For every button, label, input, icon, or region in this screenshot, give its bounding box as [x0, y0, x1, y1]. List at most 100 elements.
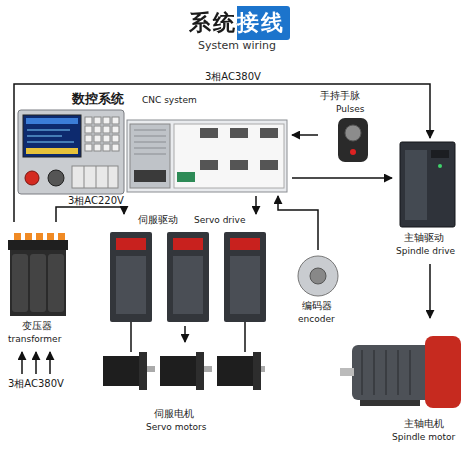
free-label: System wiring — [0, 40, 474, 53]
servo-display — [116, 238, 146, 250]
title-block: 系统接线 — [0, 6, 474, 40]
node-subtitle: encoder — [298, 314, 335, 324]
wire-label: 3相AC220V — [68, 195, 124, 207]
terminal — [14, 233, 21, 240]
motor-flange — [253, 352, 261, 390]
free-label: 3相AC380V — [8, 378, 64, 390]
component-node: 编码器 encoder — [288, 250, 352, 330]
coil — [48, 254, 64, 312]
wire-connector — [292, 134, 318, 136]
main-board — [174, 124, 284, 188]
node-title: 编码器 — [302, 300, 332, 312]
db-connector — [260, 160, 278, 170]
cooling-fin — [385, 350, 387, 395]
spindle-shaft — [340, 368, 354, 376]
key-divider — [108, 166, 109, 188]
terminal — [36, 233, 43, 240]
terminal — [58, 233, 65, 240]
servo-drive-units — [110, 232, 266, 352]
component-node: 伺服驱动Servo drive — [98, 214, 270, 326]
status-led — [438, 164, 442, 168]
encoder-hub — [310, 268, 326, 284]
input-arrow — [35, 352, 37, 374]
component-node: 数控系统 CNC system — [16, 92, 292, 196]
wire-connector — [56, 207, 124, 222]
coil — [30, 254, 46, 312]
cooling-fin — [397, 350, 399, 395]
spindle-motor-unit — [340, 336, 461, 408]
spindle-body — [352, 345, 432, 400]
cooling-fin — [373, 350, 375, 395]
component-node: 伺服电机Servo motors — [96, 342, 266, 437]
node-title: 手持手脉 — [320, 90, 360, 102]
green-terminal — [177, 172, 195, 182]
component-node: 主轴电机Spindle motor — [340, 318, 470, 454]
emergency-stop — [25, 171, 39, 185]
panel-body — [18, 110, 124, 194]
cnc-panel — [18, 110, 124, 194]
node-title: 数控系统 — [72, 92, 124, 107]
screen-line — [27, 136, 62, 137]
electronics-frame — [127, 120, 287, 192]
motor-body — [160, 356, 196, 386]
motor-shaft — [261, 366, 265, 372]
spindle-drive-unit — [400, 142, 455, 227]
wire-connector — [292, 177, 392, 179]
key — [94, 126, 101, 133]
wire-connector — [429, 264, 431, 318]
cooling-fin — [409, 350, 411, 395]
pendant-button — [350, 149, 356, 155]
power-supply — [130, 124, 170, 188]
grille-line — [134, 148, 166, 149]
key — [94, 144, 101, 151]
motor-body — [217, 356, 253, 386]
terminal — [25, 233, 32, 240]
node-title: 主轴电机 — [404, 418, 444, 430]
wire-connector — [14, 84, 430, 222]
node-subtitle: Pulses — [336, 104, 364, 114]
component-node: 主轴驱动Spindle drive — [392, 138, 468, 264]
servo-drive-body — [224, 232, 266, 322]
grille-line — [134, 130, 166, 131]
servo-panel — [230, 256, 260, 314]
encoder-body — [298, 256, 338, 296]
fan-cap — [425, 336, 461, 408]
screen-line — [27, 130, 70, 131]
diagram-title: 系统接线 — [189, 8, 285, 38]
key — [94, 135, 101, 142]
coil — [12, 254, 28, 312]
title-badge: 系统接线 — [184, 6, 290, 40]
key — [112, 117, 119, 124]
key — [112, 135, 119, 142]
key-divider — [96, 166, 97, 188]
node-subtitle: Spindle drive — [396, 246, 455, 256]
motor-body — [103, 356, 139, 386]
wire-connector — [184, 326, 186, 342]
node-subtitle: CNC system — [142, 95, 197, 105]
key-divider — [84, 166, 85, 188]
terminal-block — [134, 170, 166, 182]
motor-foot — [360, 400, 420, 406]
grille-line — [134, 142, 166, 143]
key — [85, 135, 92, 142]
wire-connector — [255, 196, 257, 214]
key — [112, 144, 119, 151]
pendant-body — [338, 118, 368, 162]
wire-connector — [278, 196, 318, 250]
motor-shaft — [204, 366, 212, 372]
servo-panel — [116, 256, 146, 314]
drive-display — [431, 150, 449, 158]
servo-display — [173, 238, 203, 250]
drive-body — [400, 142, 455, 227]
db-connector — [260, 128, 278, 138]
component-node: 变压器transformer — [4, 222, 76, 348]
component-node: 手持手脉 Pulses — [318, 88, 398, 162]
dial — [48, 170, 64, 186]
node-title: 伺服电机 — [154, 408, 194, 420]
db-connector — [200, 128, 218, 138]
servo-motor-units — [103, 352, 265, 390]
key — [112, 126, 119, 133]
